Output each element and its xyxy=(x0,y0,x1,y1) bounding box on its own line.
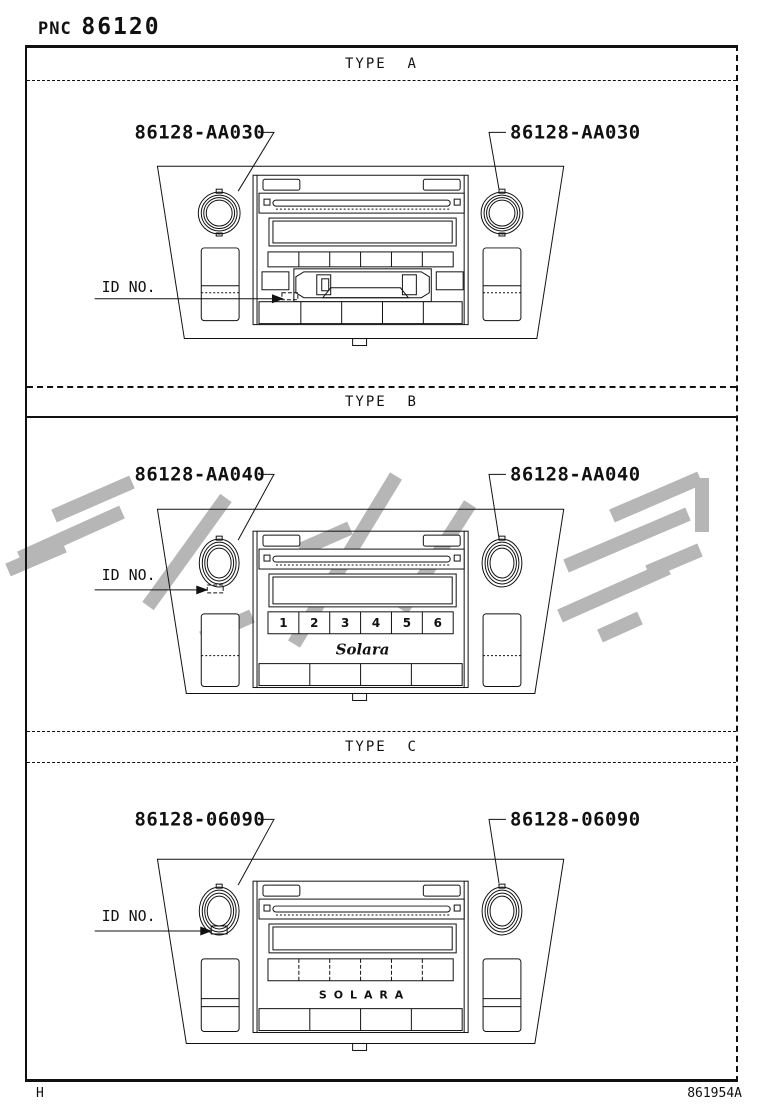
type-c-band: TYPE C xyxy=(27,731,736,763)
preset-button-row: 1 2 3 4 5 6 xyxy=(267,611,454,635)
tune-knob-right xyxy=(481,535,523,588)
display xyxy=(268,923,457,954)
bottom-button-row xyxy=(258,301,463,325)
part-callout-right: 86128-AA040 xyxy=(488,463,641,539)
type-c-drawing: 86128-06090 86128-06090 xyxy=(94,808,641,1051)
display xyxy=(268,217,457,247)
id-no-callout: ID NO. xyxy=(94,566,224,595)
bottom-button-row xyxy=(258,663,463,687)
preset-3: 3 xyxy=(341,616,349,630)
preset-1: 1 xyxy=(279,616,287,630)
cd-slot xyxy=(258,192,465,214)
preset-6: 6 xyxy=(434,616,442,630)
side-panel-right xyxy=(482,613,522,688)
type-a-band: TYPE A xyxy=(27,48,736,81)
part-number-right: 86128-AA030 xyxy=(510,121,641,143)
volume-knob-left xyxy=(198,535,240,588)
top-button-right xyxy=(422,534,461,547)
part-callout-left: 86128-06090 xyxy=(135,808,275,886)
id-no-label: ID NO. xyxy=(102,278,156,296)
side-panel-left xyxy=(200,958,240,1033)
side-panel-right xyxy=(482,958,522,1033)
radio-bezel xyxy=(156,165,565,347)
tune-knob-right xyxy=(481,883,523,936)
id-no-label: ID NO. xyxy=(102,566,156,584)
cd-slot xyxy=(258,548,465,570)
cassette-door xyxy=(293,268,432,303)
part-number-right: 86128-06090 xyxy=(510,808,641,830)
part-number-left: 86128-06090 xyxy=(135,808,266,830)
type-b-drawing: 86128-AA040 86128-AA040 xyxy=(94,463,641,701)
button-row xyxy=(267,958,454,982)
cd-slot xyxy=(258,898,465,920)
footer-figure-code: 861954A xyxy=(687,1086,742,1101)
preset-2: 2 xyxy=(310,616,318,630)
top-button-left xyxy=(262,534,301,547)
id-plate xyxy=(281,292,299,301)
part-callout-left: 86128-AA040 xyxy=(135,463,275,541)
type-c-label: TYPE C xyxy=(344,739,418,755)
top-button-left xyxy=(262,178,301,191)
part-number-right: 86128-AA040 xyxy=(510,463,641,485)
radio-bezel xyxy=(156,858,565,1051)
footer-page-code: H xyxy=(36,1086,44,1101)
volume-knob-left xyxy=(198,883,240,936)
top-button-right xyxy=(422,884,461,897)
part-number-left: 86128-AA030 xyxy=(135,121,266,143)
head-unit xyxy=(252,174,469,326)
part-callout-right: 86128-06090 xyxy=(488,808,641,884)
display xyxy=(268,573,457,608)
pnc-value: 86120 xyxy=(81,14,161,40)
preset-4: 4 xyxy=(372,616,380,630)
id-no-label: ID NO. xyxy=(102,907,156,925)
id-plate xyxy=(206,584,224,594)
id-plate xyxy=(210,925,228,935)
side-panel-left xyxy=(200,613,240,688)
pnc-label: PNC xyxy=(38,19,72,39)
id-no-callout: ID NO. xyxy=(94,278,284,304)
tune-knob-right xyxy=(480,188,524,237)
type-b-band: TYPE B xyxy=(27,386,736,418)
part-number-left: 86128-AA040 xyxy=(135,463,266,485)
head-unit: 1 2 3 4 5 6 Solara xyxy=(252,530,469,689)
side-panel-left xyxy=(200,247,240,322)
pnc-header: PNC 86120 xyxy=(38,14,161,40)
catalog-figure-box: TYPE A 86128-AA030 86128-AA030 xyxy=(25,45,738,1082)
brand-logo-block: SOLARA xyxy=(319,989,410,1002)
volume-knob-left xyxy=(197,188,241,237)
top-button-right xyxy=(422,178,461,191)
head-unit: SOLARA xyxy=(252,880,469,1034)
preset-5: 5 xyxy=(403,616,411,630)
side-panel-right xyxy=(482,247,522,322)
top-button-left xyxy=(262,884,301,897)
type-a-drawing: 86128-AA030 86128-AA030 xyxy=(94,121,641,347)
type-a-label: TYPE A xyxy=(344,56,418,72)
button-row xyxy=(267,251,454,268)
radio-bezel xyxy=(156,508,565,701)
bottom-button-row xyxy=(258,1008,463,1032)
part-callout-left: 86128-AA030 xyxy=(135,121,275,192)
id-no-callout: ID NO. xyxy=(94,907,228,936)
eject-button-left xyxy=(261,271,290,291)
brand-logo-script: Solara xyxy=(336,641,390,659)
part-callout-right: 86128-AA030 xyxy=(488,121,641,190)
type-b-label: TYPE B xyxy=(344,394,418,410)
eject-button-right xyxy=(435,271,464,291)
